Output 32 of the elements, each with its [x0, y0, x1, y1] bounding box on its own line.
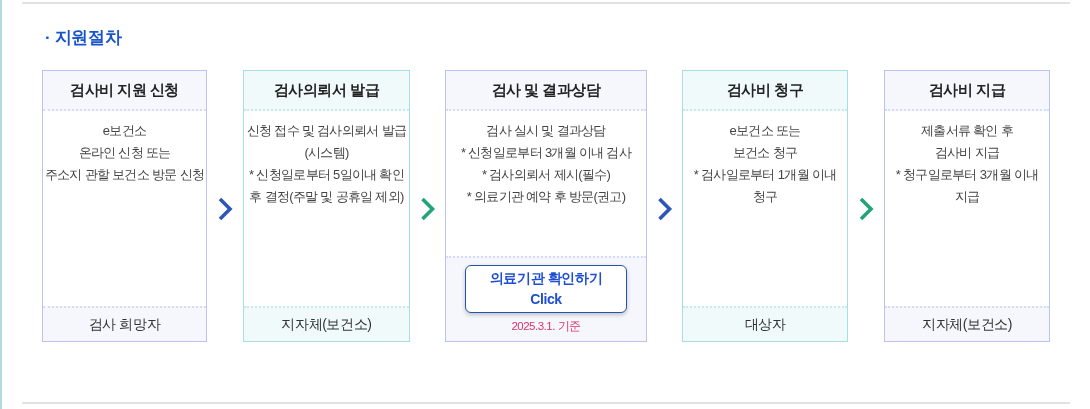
step-description: * 검사의뢰서 제시(필수)	[481, 166, 611, 184]
step-description: * 검사일로부터 1개월 이내 청구	[693, 166, 837, 206]
step-description: 제출서류 확인 후 검사비 지급	[921, 122, 1013, 162]
link-button: 의료기관 확인하기 Click	[465, 265, 627, 313]
step-description: 검사 실시 및 결과상담	[486, 122, 606, 140]
step-description: 신청 접수 및 검사의뢰서 발급 (시스템)	[246, 122, 407, 162]
step-title: 검사비 지원 신청	[43, 71, 206, 111]
step-description: * 청구일로부터 3개월 이내 지급	[895, 166, 1039, 206]
step-title: 검사비 청구	[683, 71, 847, 111]
step-footer: 대상자	[683, 306, 847, 341]
step-footer: 지자체(보건소)	[244, 306, 409, 341]
footnote-text: 2025.3.1. 기준	[511, 319, 581, 334]
chevron-arrow	[859, 197, 874, 221]
step-description: e보건소 또는 보건소 청구	[729, 122, 801, 162]
step-card	[445, 70, 647, 342]
step-description: * 신청일로부터 5일이내 확인 후 결정(주말 및 공휴일 제외)	[249, 166, 404, 206]
step-card	[884, 70, 1050, 342]
step-card	[682, 70, 848, 342]
chevron-arrow	[658, 197, 673, 221]
step-footer: 검사 희망자	[43, 306, 206, 341]
step-title: 검사의뢰서 발급	[244, 71, 409, 111]
step-description: * 신청일로부터 3개월 이내 검사	[460, 144, 632, 162]
section-title: · 지원절차	[45, 27, 122, 49]
step-title: 검사비 지급	[885, 71, 1049, 111]
chevron-arrow	[218, 197, 233, 221]
chevron-arrow	[421, 197, 436, 221]
step-card	[42, 70, 207, 342]
step-description: e보건소 온라인 신청 또는 주소지 관할 보건소 방문 신청	[44, 122, 205, 184]
step-footer: 지자체(보건소)	[885, 306, 1049, 341]
step-description: * 의료기관 예약 후 방문(권고)	[466, 188, 626, 206]
step-title: 검사 및 결과상담	[446, 71, 646, 111]
step-card	[243, 70, 410, 342]
